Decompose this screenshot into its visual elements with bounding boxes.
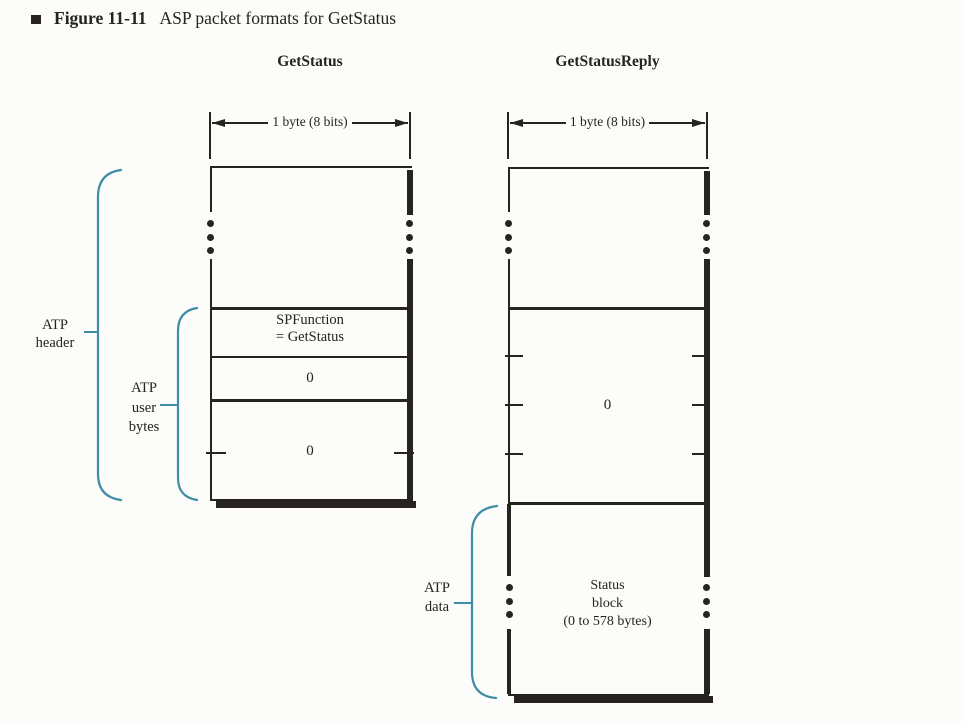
dimension-bar	[209, 112, 211, 159]
cell-spfunction-line2: = GetStatus	[275, 328, 345, 345]
dot	[505, 584, 513, 591]
brace-connector	[160, 404, 179, 406]
dot	[406, 247, 413, 254]
box-shadow-edge	[704, 629, 710, 694]
dot	[703, 611, 710, 618]
cell-status-line3: (0 to 578 bytes)	[563, 614, 652, 630]
dimension-bar	[409, 112, 411, 159]
byte-tick	[692, 404, 710, 406]
cell-spfunction: SPFunction = GetStatus	[210, 312, 410, 345]
dot	[505, 247, 512, 254]
box-border	[508, 694, 709, 696]
cell-divider	[508, 307, 707, 310]
brace-atp-header	[96, 168, 123, 502]
box-border	[210, 259, 212, 500]
cell-status-line1: Status	[590, 578, 625, 593]
byte-width-label: 1 byte (8 bits)	[210, 114, 410, 130]
dot	[703, 220, 710, 227]
byte-tick	[394, 452, 414, 454]
figure-title: Figure 11-11 ASP packet formats for GetS…	[31, 8, 396, 29]
label-atp-data-line1: ATP	[424, 580, 450, 596]
byte-tick	[505, 404, 523, 406]
dot	[207, 220, 214, 227]
box-shadow-bottom	[514, 696, 713, 703]
box-border	[210, 499, 412, 501]
cell-user-bytes-3-4: 0	[306, 443, 314, 459]
dot	[207, 247, 214, 254]
cell-divider	[210, 399, 410, 402]
dot	[505, 220, 512, 227]
label-atp-header-line1: ATP	[42, 317, 68, 333]
square-bullet-icon	[31, 15, 41, 24]
box-border	[210, 166, 212, 212]
ellipsis-dots	[207, 220, 214, 254]
box-shadow-bottom	[216, 501, 416, 508]
ellipsis-dots	[505, 220, 512, 254]
dimension-bar	[706, 112, 708, 159]
label-atp-header-line2: header	[35, 335, 75, 351]
arrow-left-icon	[510, 118, 523, 127]
byte-tick	[692, 355, 710, 357]
box-border	[508, 259, 510, 504]
label-atp-data-line2: data	[424, 599, 450, 615]
label-atp-header: ATP header	[26, 316, 84, 352]
box-shadow-edge	[704, 171, 710, 215]
cell-user-bytes: 0	[603, 397, 612, 413]
brace-atp-data	[470, 504, 499, 700]
byte-tick	[505, 355, 523, 357]
brace-connector	[84, 331, 98, 333]
box-border	[508, 167, 709, 169]
dimension-bar	[507, 112, 509, 159]
dot	[406, 220, 413, 227]
diagram-title-getstatusreply: GetStatusReply	[555, 53, 660, 70]
dot	[505, 611, 513, 618]
diagram-title-getstatus: GetStatus	[277, 53, 343, 70]
box-shadow-edge	[407, 259, 413, 501]
byte-width-label: 1 byte (8 bits)	[508, 114, 707, 130]
byte-tick	[692, 453, 710, 455]
box-border	[507, 629, 511, 694]
cell-user-byte-2: 0	[306, 370, 314, 386]
dot	[207, 233, 214, 241]
label-atp-data: ATP data	[408, 579, 466, 617]
label-atp-user-bytes-line2: user	[131, 399, 157, 416]
dot	[703, 247, 710, 254]
ellipsis-dots	[505, 584, 513, 618]
dot	[406, 233, 413, 241]
brace-atp-user-bytes	[176, 306, 199, 502]
box-shadow-edge	[407, 170, 413, 215]
cell-spfunction-line1: SPFunction	[276, 312, 344, 328]
box-shadow-edge	[704, 259, 710, 577]
dot	[505, 597, 513, 605]
box-border	[210, 166, 412, 168]
dot	[703, 584, 710, 591]
cell-divider	[210, 356, 410, 358]
byte-tick	[505, 453, 523, 455]
brace-connector	[454, 602, 473, 604]
label-atp-user-bytes-line1: ATP	[131, 380, 157, 396]
cell-divider	[508, 502, 707, 505]
dot	[505, 233, 512, 241]
ellipsis-dots	[406, 220, 413, 254]
box-border	[508, 167, 510, 212]
ellipsis-dots	[703, 220, 710, 254]
label-atp-user-bytes: ATP user bytes	[115, 379, 173, 438]
cell-status-line2: block	[591, 596, 624, 612]
arrow-right-icon	[395, 118, 408, 127]
ellipsis-dots	[703, 584, 710, 618]
box-border	[507, 504, 511, 576]
figure-caption: ASP packet formats for GetStatus	[159, 8, 397, 28]
arrow-left-icon	[212, 118, 225, 127]
arrow-right-icon	[692, 118, 705, 127]
figure-number: Figure 11-11	[54, 8, 147, 28]
cell-status-block: Status block (0 to 578 bytes)	[508, 577, 707, 632]
byte-tick	[206, 452, 226, 454]
cell-divider	[210, 307, 410, 310]
dot	[703, 233, 710, 241]
dot	[703, 597, 710, 605]
label-atp-user-bytes-line3: bytes	[128, 419, 160, 435]
